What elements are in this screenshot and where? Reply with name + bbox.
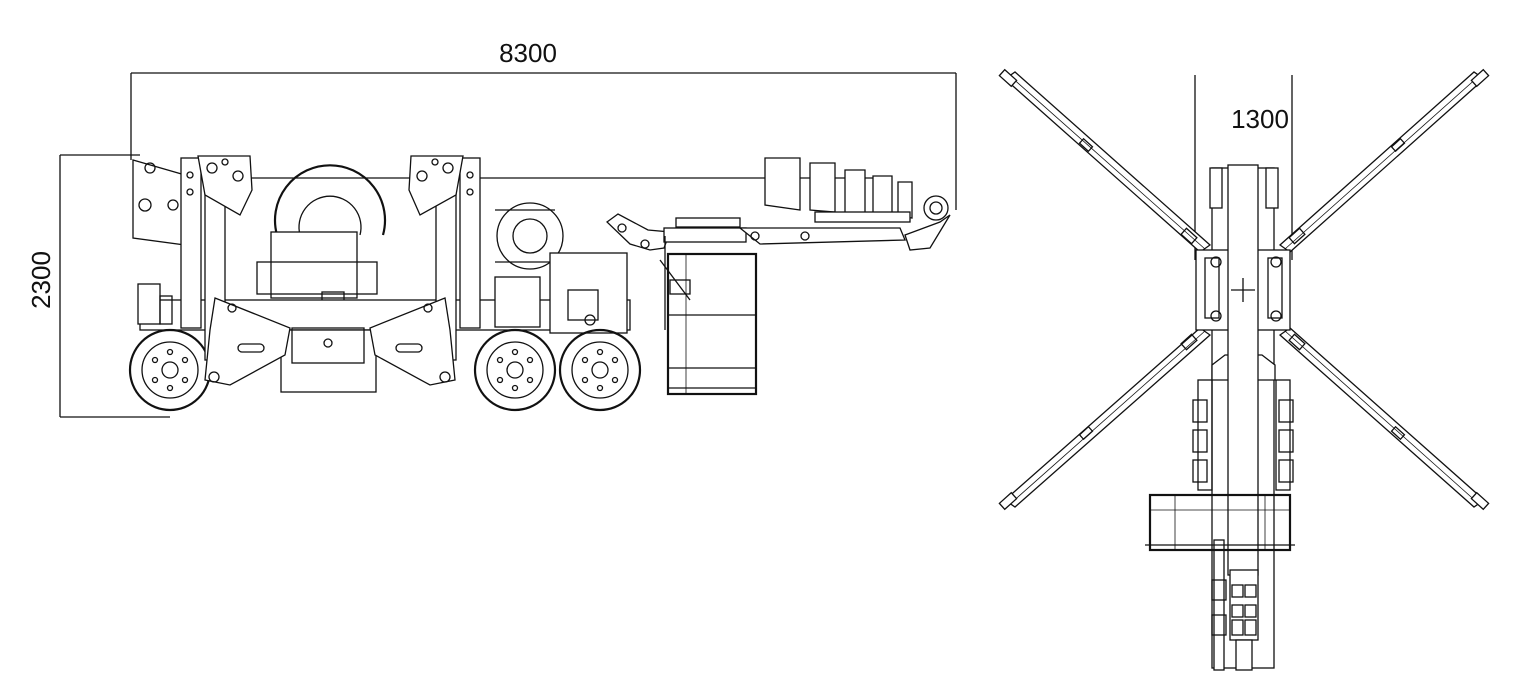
height-dimension: 2300 [26, 154, 170, 418]
turntable-ring [256, 164, 387, 305]
outrigger-leg-bottom-right [1278, 327, 1490, 511]
outrigger-leg-bottom-left [998, 327, 1212, 511]
wheel-rear-2 [558, 328, 642, 412]
top-boom [1211, 164, 1259, 671]
wheel-front [128, 328, 212, 412]
jib-linkage [605, 157, 951, 330]
rotator-ring [495, 202, 564, 270]
side-view: 8300 2300 [26, 38, 957, 418]
length-label: 8300 [499, 38, 557, 68]
top-basket [1145, 493, 1295, 552]
outrigger-rear [369, 155, 481, 386]
width-dimension: 1300 [1194, 75, 1293, 260]
work-basket [666, 252, 758, 396]
outrigger-leg-top-left [998, 68, 1212, 253]
width-label: 1300 [1231, 104, 1289, 134]
top-view: 1300 [998, 68, 1490, 671]
outrigger-front [180, 155, 291, 386]
outrigger-leg-top-right [1278, 68, 1490, 253]
main-boom [132, 159, 890, 246]
wheel-rear-1 [473, 328, 557, 412]
height-label: 2300 [26, 251, 56, 309]
length-dimension: 8300 [130, 38, 957, 210]
